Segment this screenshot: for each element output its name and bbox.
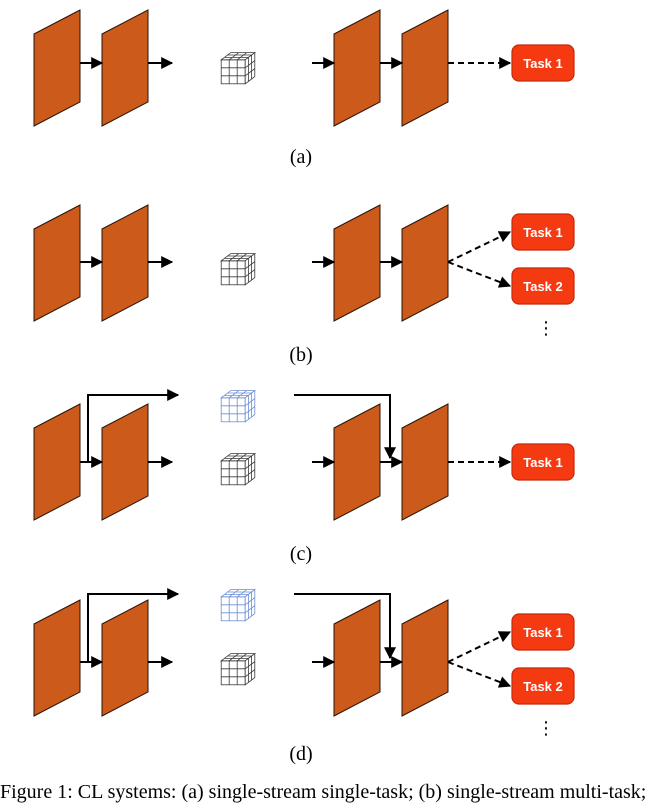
decoder-plane-2 [401, 204, 449, 322]
feature-cube [219, 252, 257, 286]
decoder-plane-1 [333, 403, 381, 521]
task-box-1: Task 1 [511, 443, 575, 481]
task-box-1: Task 1 [511, 44, 575, 82]
panel-label: (c) [290, 543, 312, 565]
encoder-plane-2 [101, 403, 149, 521]
arrow-branch-to-cube [87, 588, 180, 662]
arrow-to-task-1 [447, 631, 512, 663]
encoder-plane-1 [33, 204, 81, 322]
feature-cube [219, 652, 257, 686]
encoder-plane-2 [101, 9, 149, 127]
task-box-label: Task 1 [523, 56, 563, 71]
panel-d: Task 1 Task 2 ⋮ (d) [33, 588, 575, 765]
feature-cube [219, 452, 257, 486]
caption-text: Figure 1: CL systems: (a) single-stream … [0, 781, 646, 803]
task-box-1: Task 1 [511, 213, 575, 251]
panel-label: (d) [289, 743, 312, 765]
task-box-label: Task 2 [523, 679, 563, 694]
feature-cube [219, 51, 257, 85]
encoder-plane-2 [101, 204, 149, 322]
panel-b: Task 1 Task 2 ⋮ (b) [33, 204, 575, 366]
task-box-rect [511, 613, 575, 651]
decoder-plane-1 [333, 9, 381, 127]
decoder-plane-2 [401, 9, 449, 127]
encoder-plane-2 [101, 599, 149, 717]
arrow-cube-to-decoder [294, 394, 396, 460]
task-box-rect [511, 44, 575, 82]
more-tasks-ellipsis: ⋮ [537, 718, 555, 739]
figure-caption: Figure 1: CL systems: (a) single-stream … [0, 781, 646, 804]
decoder-plane-2 [401, 599, 449, 717]
task-box-label: Task 1 [523, 455, 563, 470]
more-tasks-ellipsis: ⋮ [537, 318, 555, 339]
task-box-rect [511, 443, 575, 481]
task-box-2: Task 2 [511, 667, 575, 705]
task-box-label: Task 2 [523, 279, 563, 294]
arrow-to-task-1 [447, 231, 512, 263]
panel-label: (a) [290, 146, 312, 168]
task-box-label: Task 1 [523, 225, 563, 240]
panel-a: Task 1 (a) [33, 9, 575, 168]
decoder-plane-2 [401, 403, 449, 521]
task-box-label: Task 1 [523, 625, 563, 640]
secondary-feature-cube [219, 588, 257, 622]
arrow-to-task-2 [447, 661, 512, 688]
task-box-2: Task 2 [511, 267, 575, 305]
encoder-plane-1 [33, 599, 81, 717]
secondary-feature-cube [219, 389, 257, 423]
task-box-rect [511, 213, 575, 251]
panel-label: (b) [289, 344, 312, 366]
encoder-plane-1 [33, 403, 81, 521]
task-box-1: Task 1 [511, 613, 575, 651]
arrow-to-task-2 [447, 261, 512, 288]
decoder-plane-1 [333, 204, 381, 322]
arrow-branch-to-cube [87, 389, 180, 462]
encoder-plane-1 [33, 9, 81, 127]
panel-c: Task 1 (c) [33, 389, 575, 565]
task-box-rect [511, 667, 575, 705]
task-box-rect [511, 267, 575, 305]
arrow-cube-to-decoder [294, 593, 396, 660]
decoder-plane-1 [333, 599, 381, 717]
